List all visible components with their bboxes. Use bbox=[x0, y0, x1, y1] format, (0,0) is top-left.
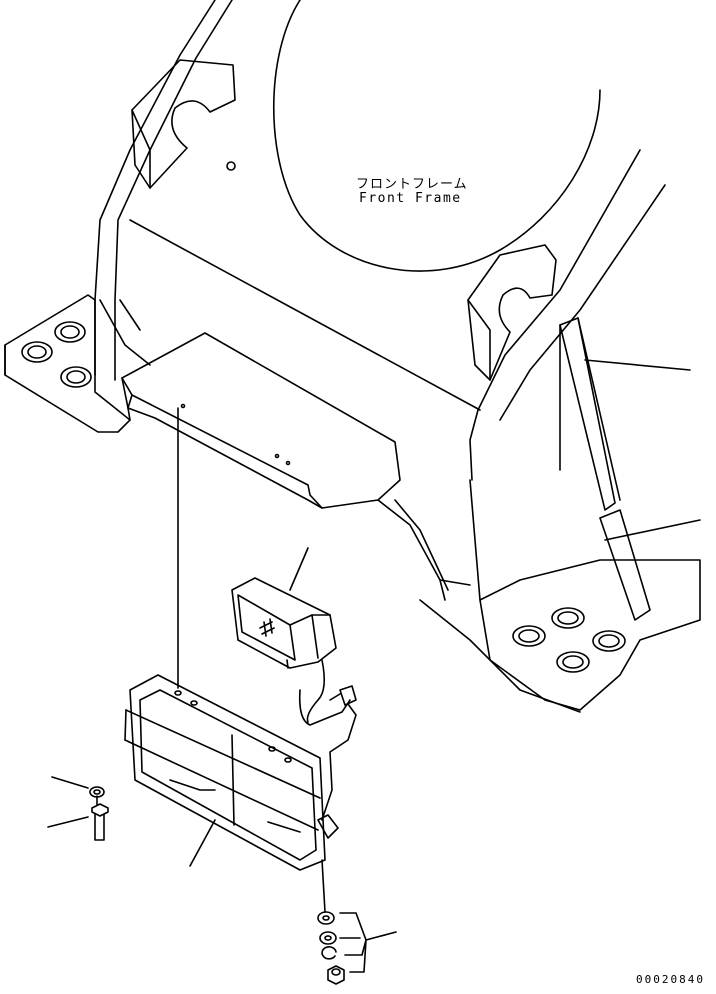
work-lamp bbox=[231, 547, 357, 821]
frame-right-upright bbox=[469, 149, 641, 481]
lamp-mounting-bracket bbox=[121, 332, 471, 601]
drawing-reference-number: 00020840 bbox=[636, 973, 705, 986]
lamp-wire-harness bbox=[286, 659, 351, 726]
frame-circular-opening bbox=[272, 0, 601, 272]
bolt bbox=[91, 803, 109, 841]
left-base-pad bbox=[4, 294, 131, 433]
right-gusset bbox=[559, 317, 701, 621]
frame-label-english: Front Frame bbox=[359, 191, 462, 206]
frame-small-hole bbox=[226, 161, 236, 171]
lamp-guard bbox=[124, 674, 339, 871]
frame-right-lug bbox=[467, 244, 557, 381]
frame-label-japanese: フロントフレーム bbox=[356, 177, 468, 192]
right-base-pad bbox=[419, 479, 701, 713]
front-frame bbox=[4, 0, 701, 713]
frame-left-lug bbox=[131, 59, 236, 189]
right-fastener-stack bbox=[317, 859, 397, 985]
left-fasteners bbox=[47, 776, 109, 841]
